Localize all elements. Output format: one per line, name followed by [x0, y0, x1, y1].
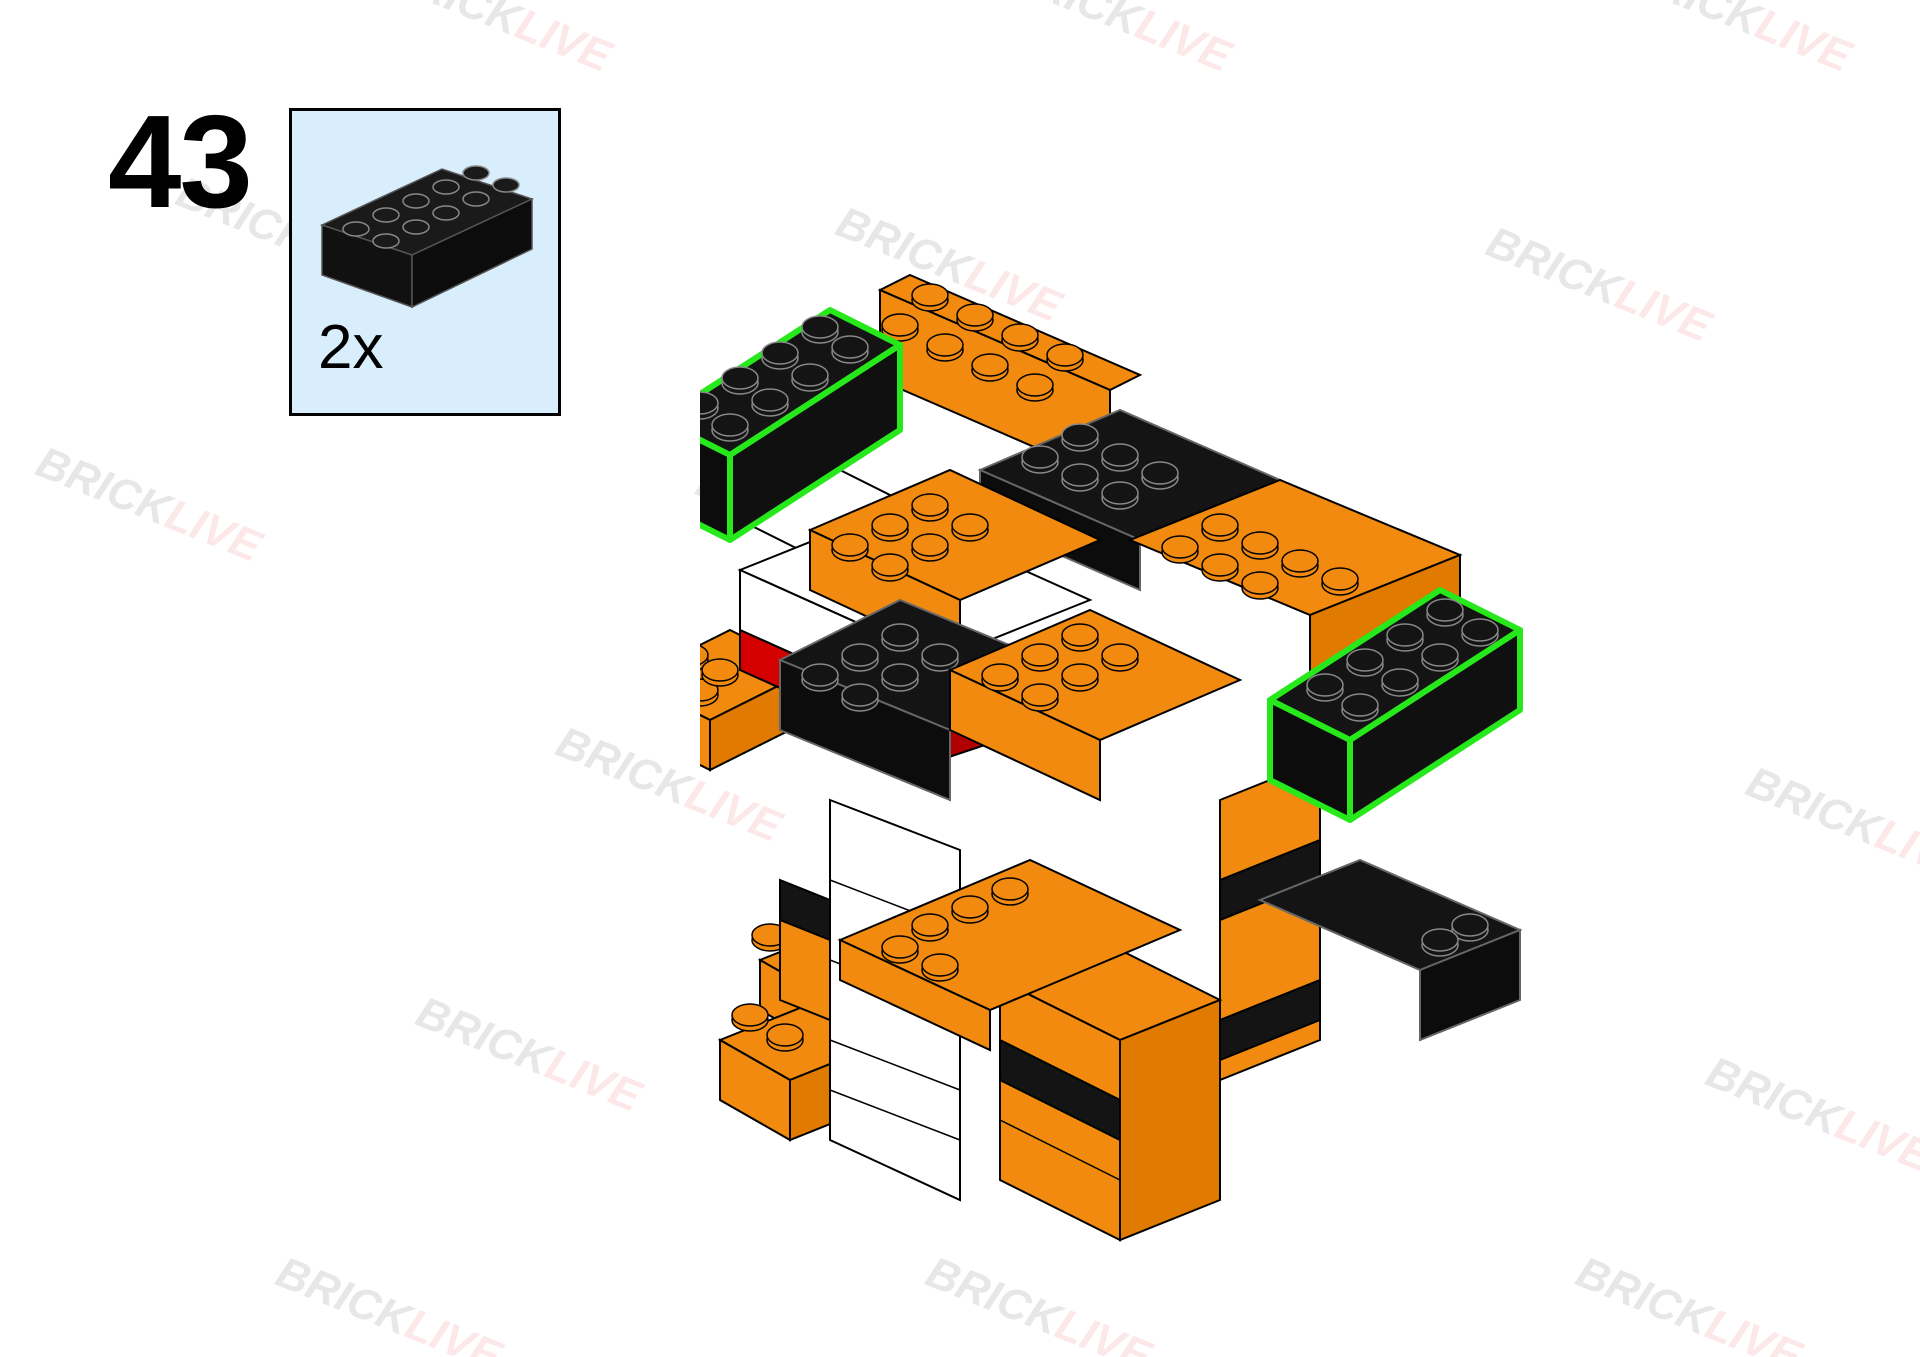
watermark: BRICKLIVE [1739, 757, 1920, 892]
watermark: BRICKLIVE [1620, 0, 1858, 82]
step-number: 43 [108, 88, 253, 235]
watermark: BRICKLIVE [380, 0, 618, 82]
new-brick-right [1267, 587, 1523, 823]
black-brick-2x4-icon [319, 165, 535, 309]
model-illustration [700, 273, 1523, 1242]
watermark: BRICKLIVE [409, 987, 648, 1122]
watermark: BRICKLIVE [1699, 1047, 1920, 1182]
watermark: BRICKLIVE [1000, 0, 1238, 82]
watermark: BRICKLIVE [29, 437, 268, 572]
head-top [777, 273, 1463, 1052]
lower-body [717, 758, 1523, 1242]
parts-callout: 2x [289, 108, 561, 416]
part-quantity: 2x [318, 313, 384, 382]
watermark: BRICKLIVE [269, 1247, 508, 1357]
new-brick-left [700, 307, 903, 543]
